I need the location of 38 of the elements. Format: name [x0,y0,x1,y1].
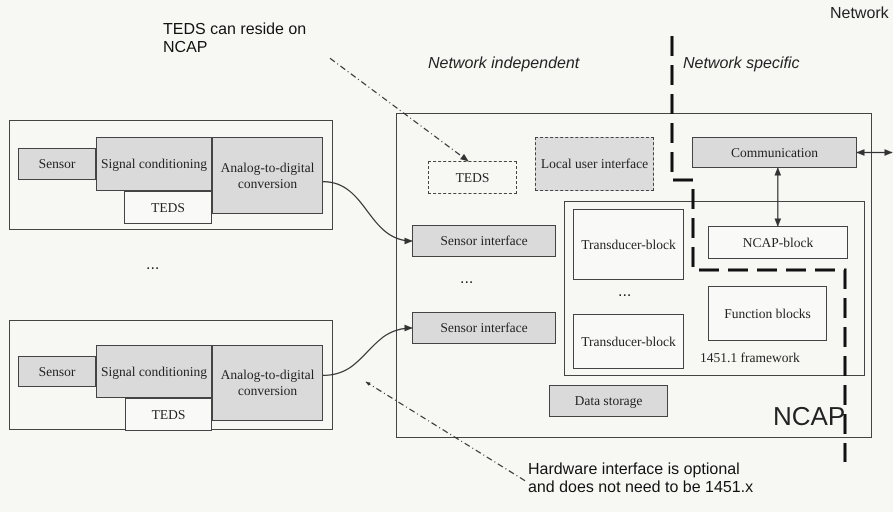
process-box: TEDS [125,398,212,431]
process-box: Transducer-block [573,314,684,369]
arrow [856,149,893,156]
process-box: Sensor [18,148,96,180]
process-box: NCAP-block [708,226,848,259]
leader-line [330,58,469,162]
ellipsis-text: ... [146,256,160,274]
process-box: Function blocks [708,286,827,341]
arrow [322,325,413,376]
process-box: Sensor interface [412,312,556,344]
ncap-box [396,113,872,438]
ellipsis-text: ... [618,283,632,301]
process-box: TEDS [124,191,212,224]
process-box: Analog-to-digital conversion [212,345,323,421]
process-box: Data storage [549,385,668,417]
region-label: Network specific [683,55,800,73]
arrow [322,181,413,244]
region-label: Network independent [428,55,580,73]
arrow [774,167,782,227]
dashed-box: Local user interface [535,137,654,191]
process-box: Signal conditioning [96,345,212,398]
process-box: Sensor [18,356,96,387]
framework-box [564,201,865,376]
dashed-box: TEDS [428,161,517,194]
process-box: Analog-to-digital conversion [212,137,323,214]
module-box [9,120,333,230]
box-label: 1451.1 framework [700,350,800,366]
process-box: Communication [692,137,857,168]
box-label: NCAP [773,402,846,432]
network-label: Network [830,5,889,23]
annotation-text: TEDS can reside on NCAP [160,20,330,65]
ellipsis-text: ... [460,270,474,288]
process-box: Signal conditioning [96,137,212,191]
module-box [9,320,333,430]
process-box: Sensor interface [412,225,556,257]
annotation-text: Hardware interface is optional and does not need to be 1451.x [525,460,765,506]
leader-line [366,382,526,482]
process-box: Transducer-block [573,209,684,280]
